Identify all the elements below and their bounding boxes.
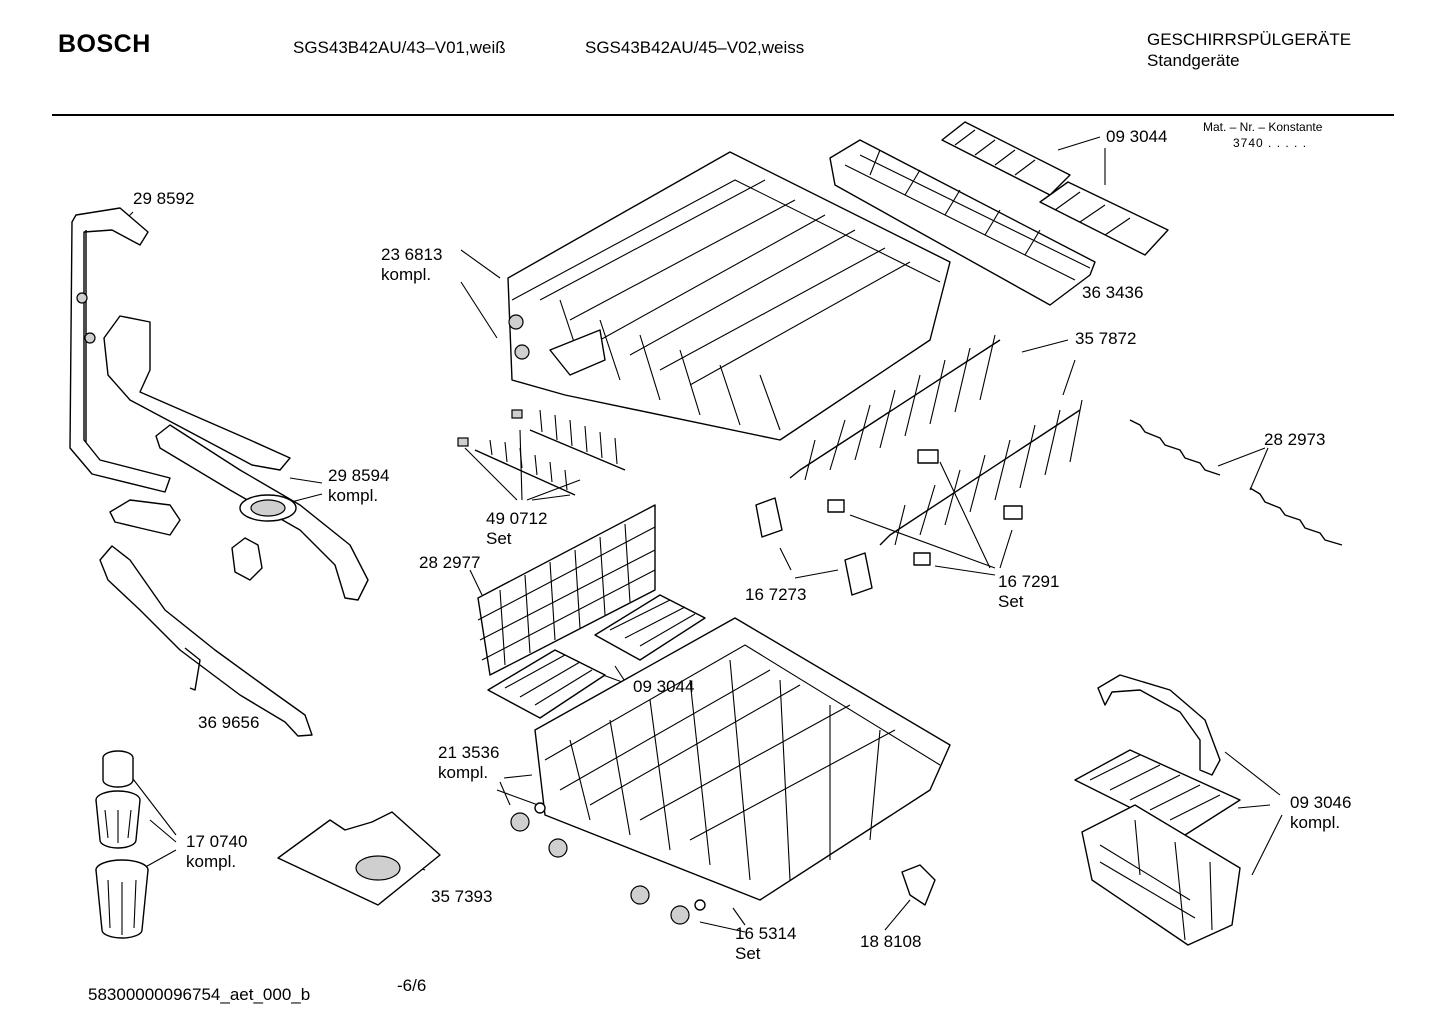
header-divider xyxy=(52,114,1394,116)
brand-logo: BOSCH xyxy=(58,30,151,58)
subcategory-title: Standgeräte xyxy=(1147,51,1240,70)
part-label-282973: 28 2973 xyxy=(1264,430,1326,449)
model-number-1: SGS43B42AU/43–V01,weiß xyxy=(293,38,506,57)
folding-rack-282977 xyxy=(477,504,656,676)
category-title: GESCHIRRSPÜLGERÄTE xyxy=(1147,30,1352,49)
clips-167273 xyxy=(755,497,873,596)
page-number: -6/6 xyxy=(397,976,427,995)
cup-rack-093044 xyxy=(487,594,706,719)
upper-spray-arm-298594 xyxy=(103,315,369,601)
document-id: 58300000096754_aet_000_b xyxy=(88,985,311,1004)
lower-basket xyxy=(534,617,951,901)
upper-basket-236813 xyxy=(507,151,951,441)
part-label-363436: 36 3436 xyxy=(1082,283,1144,302)
part-label-093044-top: 09 3044 xyxy=(1106,127,1168,146)
wheels-165314 xyxy=(630,885,706,925)
part-label-093044-mid: 09 3044 xyxy=(633,677,695,696)
flat-filter-357393 xyxy=(277,811,441,906)
part-label-369656: 36 9656 xyxy=(198,713,260,732)
clips-167291 xyxy=(827,449,1023,566)
bottle-holder-282973 xyxy=(1129,419,1343,546)
part-label-188108: 18 8108 xyxy=(860,932,922,951)
model-number-2: SGS43B42AU/45–V02,weiss xyxy=(585,38,805,57)
tine-rack-357872 xyxy=(789,334,1083,546)
clip-188108 xyxy=(901,864,936,906)
filter-set-170740 xyxy=(95,750,149,939)
cutlery-tray-363436 xyxy=(829,139,1096,306)
lower-spray-arm-369656 xyxy=(99,545,313,737)
part-label-282977: 28 2977 xyxy=(419,553,481,572)
part-label-357393: 35 7393 xyxy=(431,887,493,906)
supply-pipe-298592 xyxy=(69,207,171,493)
tine-strips-490712 xyxy=(457,409,626,496)
wheels-213536 xyxy=(510,802,568,858)
part-label-298592: 29 8592 xyxy=(133,189,195,208)
material-number-value: 3740 . . . . . xyxy=(1233,136,1308,150)
cutlery-insert-093044-top xyxy=(941,121,1169,256)
part-label-357872: 35 7872 xyxy=(1075,329,1137,348)
cutlery-basket-093046 xyxy=(1074,674,1241,946)
part-label-167273: 16 7273 xyxy=(745,585,807,604)
material-number-label: Mat. – Nr. – Konstante xyxy=(1203,120,1323,134)
